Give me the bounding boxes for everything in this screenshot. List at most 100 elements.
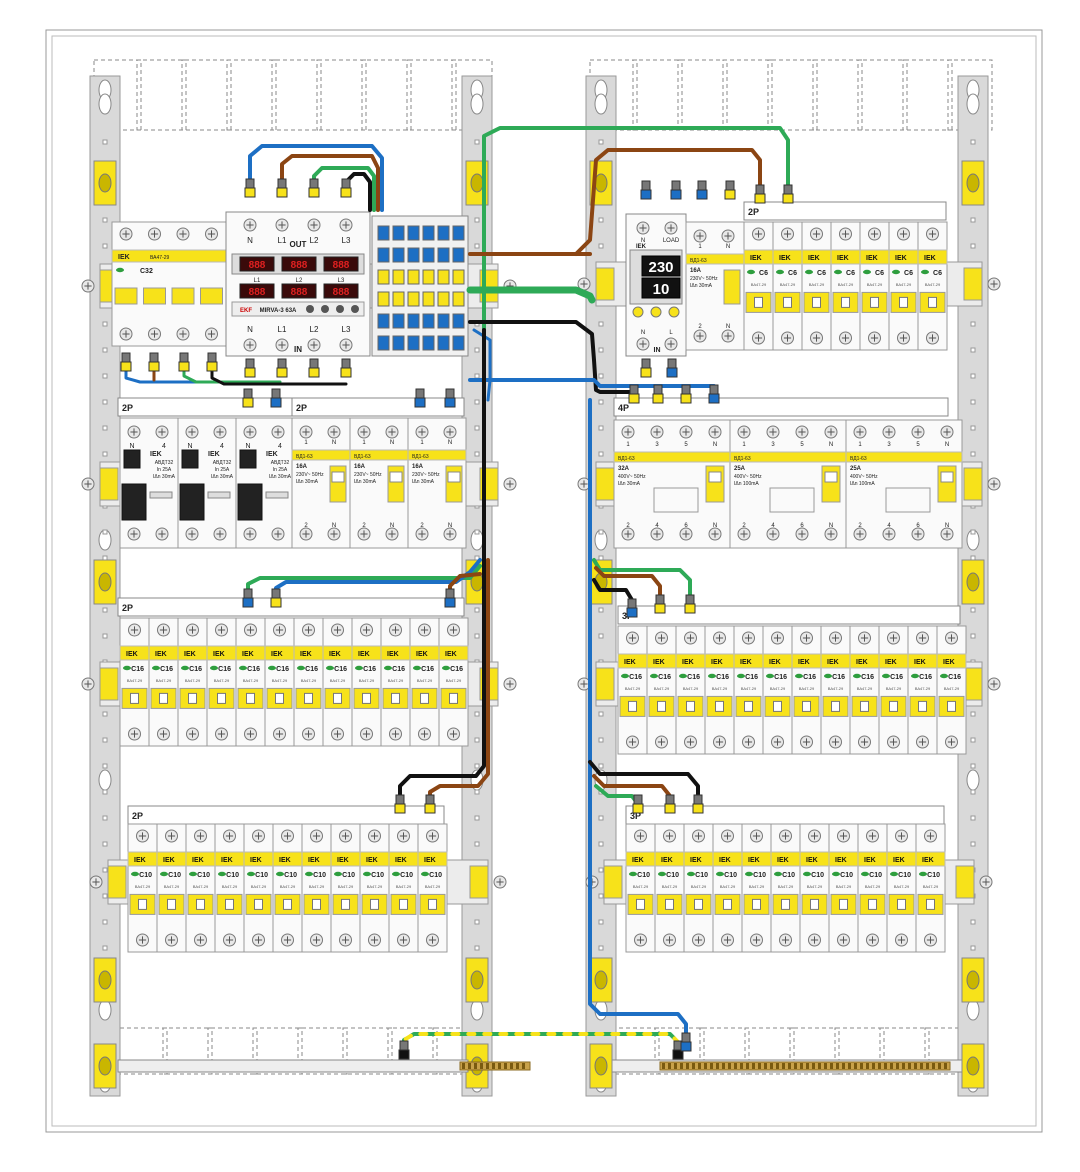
rail-hole — [598, 867, 604, 873]
rail-hole — [598, 919, 604, 925]
screw-icon — [766, 425, 780, 439]
duct-slot — [252, 1027, 258, 1075]
breaker-body — [915, 823, 946, 953]
duct-slot — [767, 59, 773, 131]
main-breaker-body — [111, 221, 227, 347]
toggle-indicator — [744, 700, 753, 712]
breaker-rating: C16 — [218, 666, 231, 673]
rcd-toggle — [387, 465, 405, 503]
toggle-indicator — [926, 898, 935, 910]
rcd-term: N — [713, 523, 717, 529]
breaker-body — [417, 823, 448, 953]
breaker-rating: C6 — [875, 270, 884, 277]
rail-hole — [598, 555, 604, 561]
busbar-screw — [914, 1063, 917, 1069]
screw-icon — [215, 623, 228, 637]
busbar-screw — [686, 1063, 689, 1069]
ferrule-collar — [632, 803, 644, 814]
rail-right-outer — [957, 75, 989, 1097]
breaker-body — [791, 625, 822, 755]
breaker-model: ВА47-29 — [865, 884, 881, 889]
busbar-screw — [704, 1063, 707, 1069]
breaker-rating: C16 — [716, 674, 729, 681]
relay-phase-label: L1 — [254, 278, 261, 284]
busbar-screw — [758, 1063, 761, 1069]
busbar-screw — [510, 1063, 513, 1069]
toggle-indicator — [665, 898, 674, 910]
screw-icon — [397, 829, 410, 843]
iek-logo: IEK — [266, 451, 278, 458]
rail-hole — [970, 789, 976, 795]
ferrule-collar — [672, 1049, 684, 1060]
top-duct-left — [93, 59, 493, 131]
duct-slot — [226, 59, 232, 131]
screw-icon — [882, 527, 896, 541]
status-led — [189, 871, 197, 877]
breaker-model: ВА47-29 — [222, 884, 238, 889]
screw-icon — [713, 735, 726, 749]
screw-icon — [165, 933, 178, 947]
terminal-block — [371, 215, 469, 357]
breaker-rating: C16 — [305, 666, 318, 673]
toggle-indicator — [399, 898, 408, 910]
toggle-indicator — [783, 296, 792, 308]
screw-icon — [895, 829, 908, 843]
black-wire — [588, 760, 700, 802]
breaker-rating: C10 — [284, 872, 297, 879]
black-wire — [468, 320, 636, 394]
rail-slot — [966, 93, 980, 115]
rcd-leak: IΔn 30mA — [690, 283, 713, 289]
relay-phase-label: L2 — [296, 278, 303, 284]
rcd-model: ВД1-63 — [354, 454, 371, 460]
breaker-model: ВА47-29 — [896, 282, 912, 287]
screw-icon — [795, 527, 809, 541]
breaker-model: ВА47-29 — [425, 884, 441, 889]
breaker-model: ВА47-29 — [857, 686, 873, 691]
rail-hole — [970, 841, 976, 847]
rcd-label-strip — [407, 449, 467, 461]
clamp-hole — [98, 572, 112, 592]
comb-right-row2: 4P — [613, 397, 949, 417]
breaker-rating: C16 — [450, 666, 463, 673]
toggle-indicator — [254, 898, 263, 910]
relay-button-icon — [351, 305, 359, 313]
clamp-hole — [470, 173, 484, 193]
busbar-screw — [908, 1063, 911, 1069]
screw-icon — [742, 631, 755, 645]
ferrule-icon — [276, 178, 288, 198]
iek-logo: IEK — [924, 255, 936, 262]
main-breaker-toggle — [143, 287, 166, 305]
status-led — [795, 673, 803, 679]
diff-name: АВДТ32 — [213, 460, 232, 466]
screw-icon — [692, 829, 705, 843]
screw-icon — [721, 829, 734, 843]
breaker-model: ВА47-29 — [894, 884, 910, 889]
rcd-term: N — [390, 523, 394, 529]
breaker-body — [888, 221, 919, 351]
ferrules — [120, 178, 794, 1060]
breaker-rating: C16 — [890, 674, 903, 681]
screw-icon — [663, 933, 676, 947]
busbar-screw — [782, 1063, 785, 1069]
screw-icon — [205, 327, 218, 341]
status-led — [679, 673, 687, 679]
screw-icon — [779, 829, 792, 843]
ferrule-icon — [178, 352, 190, 372]
breaker-rating: C10 — [869, 872, 882, 879]
toggle-indicator — [889, 700, 898, 712]
status-led — [776, 269, 784, 275]
ferrule-collar — [754, 193, 766, 204]
